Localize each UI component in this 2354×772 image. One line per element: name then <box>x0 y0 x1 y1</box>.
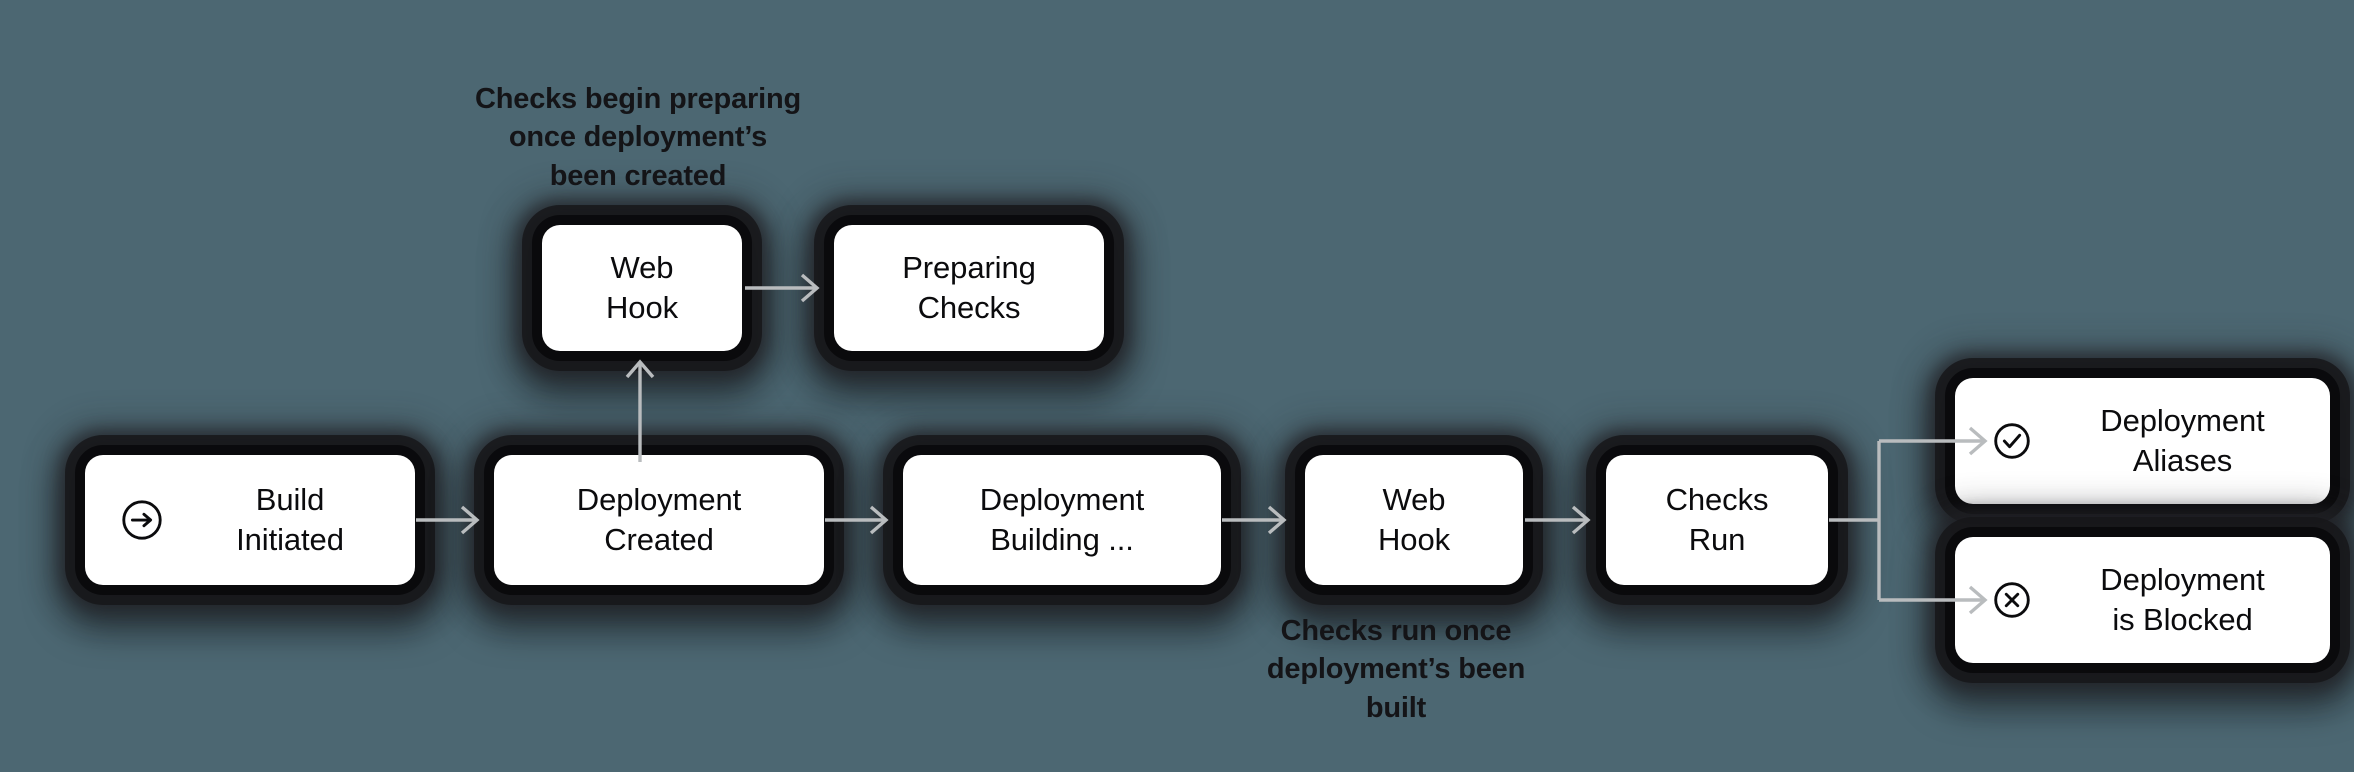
node-deployment-blocked[interactable]: Deployment is Blocked <box>1955 537 2330 663</box>
node-build-initiated[interactable]: Build Initiated <box>85 455 415 585</box>
node-web-hook-bottom[interactable]: Web Hook <box>1305 455 1523 585</box>
node-deployment-created[interactable]: Deployment Created <box>494 455 824 585</box>
node-label: Deployment Created <box>576 482 742 557</box>
node-deployment-aliases[interactable]: Deployment Aliases <box>1955 378 2330 504</box>
connector-building-to-webhook <box>1222 505 1287 535</box>
node-checks-run[interactable]: Checks Run <box>1606 455 1828 585</box>
node-label: Build Initiated <box>236 482 344 557</box>
node-label: Preparing Checks <box>902 250 1036 325</box>
caption-checks-run-once-built: Checks run once deployment’s been built <box>1266 615 1526 724</box>
node-preparing-checks[interactable]: Preparing Checks <box>834 225 1104 351</box>
node-deployment-building[interactable]: Deployment Building ... <box>903 455 1221 585</box>
connector-created-to-building <box>825 505 889 535</box>
node-label: Deployment Aliases <box>2100 403 2265 478</box>
caption-checks-begin-preparing: Checks begin preparing once deployment’s… <box>475 83 801 192</box>
arrow-right-circle-icon <box>119 497 165 543</box>
node-label: Deployment Building ... <box>979 482 1145 557</box>
x-circle-icon <box>1989 577 2035 623</box>
node-label: Deployment is Blocked <box>2100 562 2265 637</box>
check-circle-icon <box>1989 418 2035 464</box>
connector-created-to-webhook-top <box>625 359 655 462</box>
connector-build-to-created <box>416 505 480 535</box>
node-label: Web Hook <box>1378 482 1450 557</box>
node-label: Checks Run <box>1665 482 1769 557</box>
connector-webhooktop-to-preparing <box>745 273 820 303</box>
connector-webhook-to-checksrun <box>1525 505 1591 535</box>
node-web-hook-top[interactable]: Web Hook <box>542 225 742 351</box>
node-label: Web Hook <box>606 250 678 325</box>
